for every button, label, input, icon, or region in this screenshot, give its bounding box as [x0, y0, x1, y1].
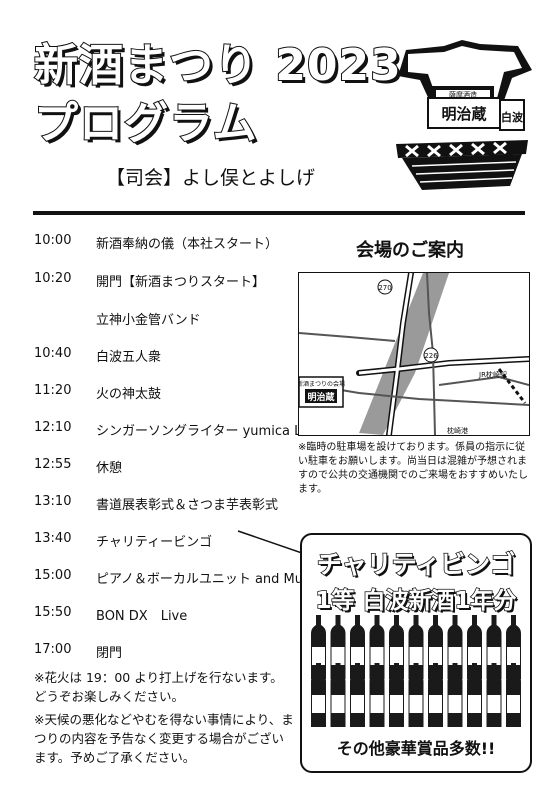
bottle-label [409, 695, 423, 713]
schedule-event: 火の神太鼓 [96, 387, 162, 402]
bottle-label [331, 647, 345, 665]
bottle-label [448, 647, 462, 665]
host-line: 【司会】よし俣とよしげ [106, 167, 316, 189]
logo-brewery-name: 明治蔵 [441, 105, 486, 123]
schedule-time: 10:40 [34, 346, 72, 361]
bottle-label [351, 647, 364, 665]
schedule-event: チャリティービンゴ [96, 535, 213, 550]
bottle-row [311, 615, 521, 727]
schedule-time: 15:00 [34, 568, 72, 583]
rail-line [497, 368, 527, 404]
map-route-226: 226 [424, 352, 438, 360]
bottle-label [507, 647, 520, 665]
bottle-label [448, 695, 462, 713]
schedule-event: BON DX Live [96, 609, 188, 624]
schedule-event: 書道展表彰式＆さつま芋表彰式 [96, 498, 279, 513]
bottle-label [507, 695, 520, 713]
schedule-event: ピアノ＆ボーカルユニット and Mu. Live [96, 572, 338, 587]
map-route-270: 270 [378, 284, 391, 292]
venue-title: 会場のご案内 [356, 240, 464, 261]
schedule-time: 10:20 [34, 271, 72, 286]
bottle-label [351, 695, 364, 713]
bottle-label [331, 695, 345, 713]
bottle-label [409, 647, 423, 665]
map-venue-sub: 新酒まつりの会場 [298, 380, 345, 388]
map-station-label: JR枕崎駅 [478, 370, 507, 379]
schedule-event: 立神小金管バンド [96, 313, 201, 328]
weather-note: ※天候の悪化などやむを得ない事情により、まつりの内容を予告なく変更する場合がござ… [34, 712, 294, 765]
map-sea-label: 枕崎港 [447, 426, 468, 435]
bingo-prize: 1等 白波新酒1年分 [315, 587, 518, 615]
schedule-event: 開門【新酒まつりスタート】 [96, 275, 266, 290]
bottle-label [429, 647, 442, 665]
schedule-time: 15:50 [34, 605, 72, 620]
header-divider [33, 211, 525, 215]
map-venue-label: 明治蔵 [307, 391, 334, 403]
logo-side: 白波 [501, 110, 524, 124]
charity-bingo-panel: チャリティビンゴ 1等 白波新酒1年分 その他豪華賞品多数!! [300, 533, 532, 773]
brewery-logo-icon: 明治蔵 薩摩酒造 白波 [396, 40, 532, 190]
bottle-label [370, 647, 384, 665]
bottle-label [312, 695, 325, 713]
parking-note: ※臨時の駐車場を設けております。係員の指示に従い駐車をお願いします。尚当日は混雑… [298, 442, 528, 495]
page-title-line2: プログラム [33, 98, 258, 149]
bottle-label [429, 695, 442, 713]
schedule-event: 閉門 [96, 646, 123, 661]
schedule-time: 10:00 [34, 233, 72, 248]
fireworks-note: ※花火は 19：00 より打上げを行ないます。どうぞお楽しみください。 [34, 670, 283, 704]
bottles-illustration [311, 615, 521, 727]
bottle-label [390, 695, 403, 713]
bottle-label [468, 647, 481, 665]
schedule-time: 11:20 [34, 383, 72, 398]
bottle-label [390, 647, 403, 665]
schedule-time: 13:40 [34, 531, 72, 546]
venue-map: 新酒まつりの会場 明治蔵 JR枕崎駅 枕崎港 270 226 [298, 272, 530, 436]
schedule-event: 休憩 [96, 461, 123, 476]
bottle-label [487, 695, 501, 713]
logo-banner: 薩摩酒造 [449, 90, 477, 99]
bottle-label [370, 695, 384, 713]
page-title-line1: 新酒まつり 2023 [33, 40, 402, 91]
schedule-time: 17:00 [34, 642, 72, 657]
schedule-time: 13:10 [34, 494, 72, 509]
schedule-event: シンガーソングライター yumica Live [96, 424, 321, 439]
bingo-title: チャリティビンゴ [316, 549, 516, 580]
bottle-label [468, 695, 481, 713]
schedule-time: 12:10 [34, 420, 72, 435]
schedule-event: 新酒奉納の儀（本社スタート） [96, 237, 279, 252]
schedule-event: 白波五人衆 [96, 350, 162, 365]
bottle-label [487, 647, 501, 665]
schedule-time: 12:55 [34, 457, 72, 472]
bottle-label [312, 647, 325, 665]
bingo-footer: その他豪華賞品多数!! [336, 739, 496, 758]
